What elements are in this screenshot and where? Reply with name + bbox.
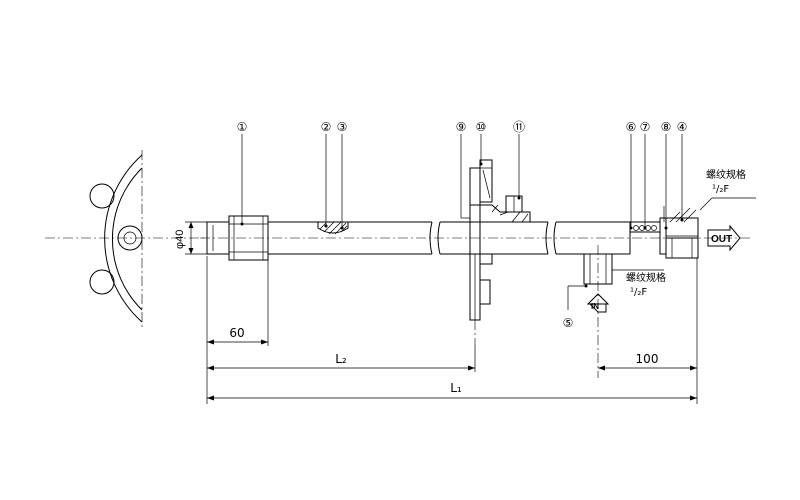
bolt-hole-lower [89, 269, 115, 295]
callout-3: ③ [337, 120, 348, 134]
callout-6: ⑥ [626, 120, 637, 134]
part-1-nut [228, 215, 269, 261]
callout-1: ① [237, 120, 248, 134]
callout-11: ⑪ [513, 120, 525, 134]
thread-note-bottom-title: 螺纹规格 [626, 271, 666, 284]
callout-7: ⑦ [640, 120, 651, 134]
callout-10: ⑩ [476, 120, 487, 134]
dim-60: 60 [229, 326, 244, 340]
thread-note-top-title: 螺纹规格 [706, 168, 746, 181]
in-port-marker: IN [586, 293, 610, 313]
dimension-lines: φ40 60 L₂ 100 L₁ [174, 221, 698, 404]
callout-2: ② [321, 120, 332, 134]
leader-lines [240, 134, 756, 310]
thread-notes: 螺纹规格 ¹/₂F 螺纹规格 ¹/₂F [626, 168, 746, 298]
dim-diameter: φ40 [174, 230, 186, 249]
dim-100: 100 [636, 352, 659, 366]
right-end-assembly [629, 206, 699, 259]
callout-8: ⑧ [661, 120, 672, 134]
callout-4: ④ [677, 120, 688, 134]
dim-l2: L₂ [335, 352, 347, 366]
part-2-3-section [317, 221, 349, 235]
in-arrow-head [586, 293, 610, 305]
callout-5: ⑤ [563, 316, 574, 330]
break-line-4 [553, 221, 557, 255]
in-label: IN [591, 302, 599, 311]
callout-labels: ① ② ③ ⑨ ⑩ ⑪ ⑥ ⑦ ⑧ ④ ⑤ [237, 120, 688, 330]
thread-note-top-spec: ¹/₂F [712, 184, 729, 195]
break-line-2 [437, 221, 441, 255]
inlet-pipe [583, 245, 613, 378]
out-label: OUT [711, 234, 732, 245]
out-arrow [707, 224, 741, 252]
break-line-1 [429, 221, 433, 255]
flange-end-view [45, 150, 205, 330]
dim-l1: L₁ [450, 381, 462, 395]
out-port-marker: OUT [707, 224, 741, 252]
callout-9: ⑨ [456, 120, 467, 134]
mounting-flange [469, 159, 531, 345]
bolt-hole-upper [89, 183, 115, 209]
flange-outline [104, 154, 143, 323]
break-line-3 [545, 221, 549, 255]
thread-note-bottom-spec: ¹/₂F [630, 287, 647, 298]
flange-inner-outline [112, 167, 143, 311]
